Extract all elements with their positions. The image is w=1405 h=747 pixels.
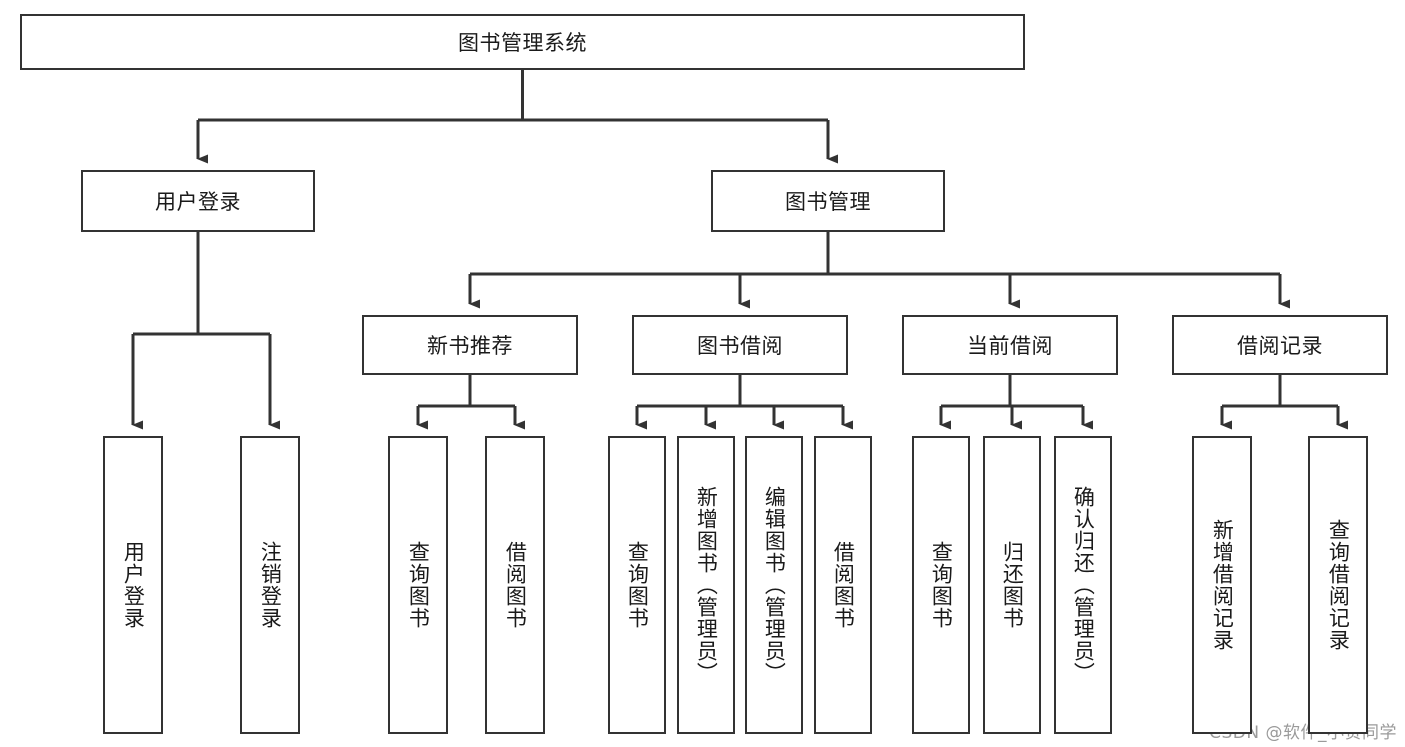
node-label: 编辑图书（管理员） bbox=[762, 486, 787, 684]
node-label: 注销登录 bbox=[258, 541, 283, 629]
node-leaf-return-book[interactable]: 归还图书 bbox=[983, 436, 1041, 734]
node-l2-book-borrow[interactable]: 图书借阅 bbox=[632, 315, 848, 375]
node-label: 图书管理系统 bbox=[458, 31, 587, 55]
node-leaf-borrow-book-1[interactable]: 借阅图书 bbox=[485, 436, 545, 734]
node-leaf-edit-book[interactable]: 编辑图书（管理员） bbox=[745, 436, 803, 734]
node-leaf-borrow-book-2[interactable]: 借阅图书 bbox=[814, 436, 872, 734]
node-label: 新书推荐 bbox=[427, 334, 513, 358]
node-label: 归还图书 bbox=[1000, 541, 1025, 629]
node-label: 查询图书 bbox=[406, 541, 431, 629]
node-leaf-query-record[interactable]: 查询借阅记录 bbox=[1308, 436, 1368, 734]
node-leaf-query-book-2[interactable]: 查询图书 bbox=[608, 436, 666, 734]
node-label: 用户登录 bbox=[121, 541, 146, 629]
node-l2-new-book-rec[interactable]: 新书推荐 bbox=[362, 315, 578, 375]
node-leaf-add-book[interactable]: 新增图书（管理员） bbox=[677, 436, 735, 734]
node-label: 新增图书（管理员） bbox=[694, 486, 719, 684]
node-label: 当前借阅 bbox=[967, 334, 1053, 358]
node-label: 新增借阅记录 bbox=[1210, 519, 1235, 651]
node-leaf-query-book-3[interactable]: 查询图书 bbox=[912, 436, 970, 734]
node-root[interactable]: 图书管理系统 bbox=[20, 14, 1025, 70]
node-label: 借阅图书 bbox=[831, 541, 856, 629]
node-leaf-confirm-return[interactable]: 确认归还（管理员） bbox=[1054, 436, 1112, 734]
node-label: 借阅图书 bbox=[503, 541, 528, 629]
node-leaf-user-login[interactable]: 用户登录 bbox=[103, 436, 163, 734]
node-label: 查询借阅记录 bbox=[1326, 519, 1351, 651]
node-label: 用户登录 bbox=[155, 190, 241, 214]
node-leaf-add-record[interactable]: 新增借阅记录 bbox=[1192, 436, 1252, 734]
node-l2-loan-record[interactable]: 借阅记录 bbox=[1172, 315, 1388, 375]
node-leaf-user-logout[interactable]: 注销登录 bbox=[240, 436, 300, 734]
node-label: 确认归还（管理员） bbox=[1071, 486, 1096, 684]
node-label: 查询图书 bbox=[625, 541, 650, 629]
node-l1-book-manage[interactable]: 图书管理 bbox=[711, 170, 945, 232]
node-l2-current-loan[interactable]: 当前借阅 bbox=[902, 315, 1118, 375]
node-label: 借阅记录 bbox=[1237, 334, 1323, 358]
node-label: 查询图书 bbox=[929, 541, 954, 629]
node-label: 图书借阅 bbox=[697, 334, 783, 358]
node-label: 图书管理 bbox=[785, 190, 871, 214]
node-leaf-query-book-1[interactable]: 查询图书 bbox=[388, 436, 448, 734]
node-l1-user-login[interactable]: 用户登录 bbox=[81, 170, 315, 232]
